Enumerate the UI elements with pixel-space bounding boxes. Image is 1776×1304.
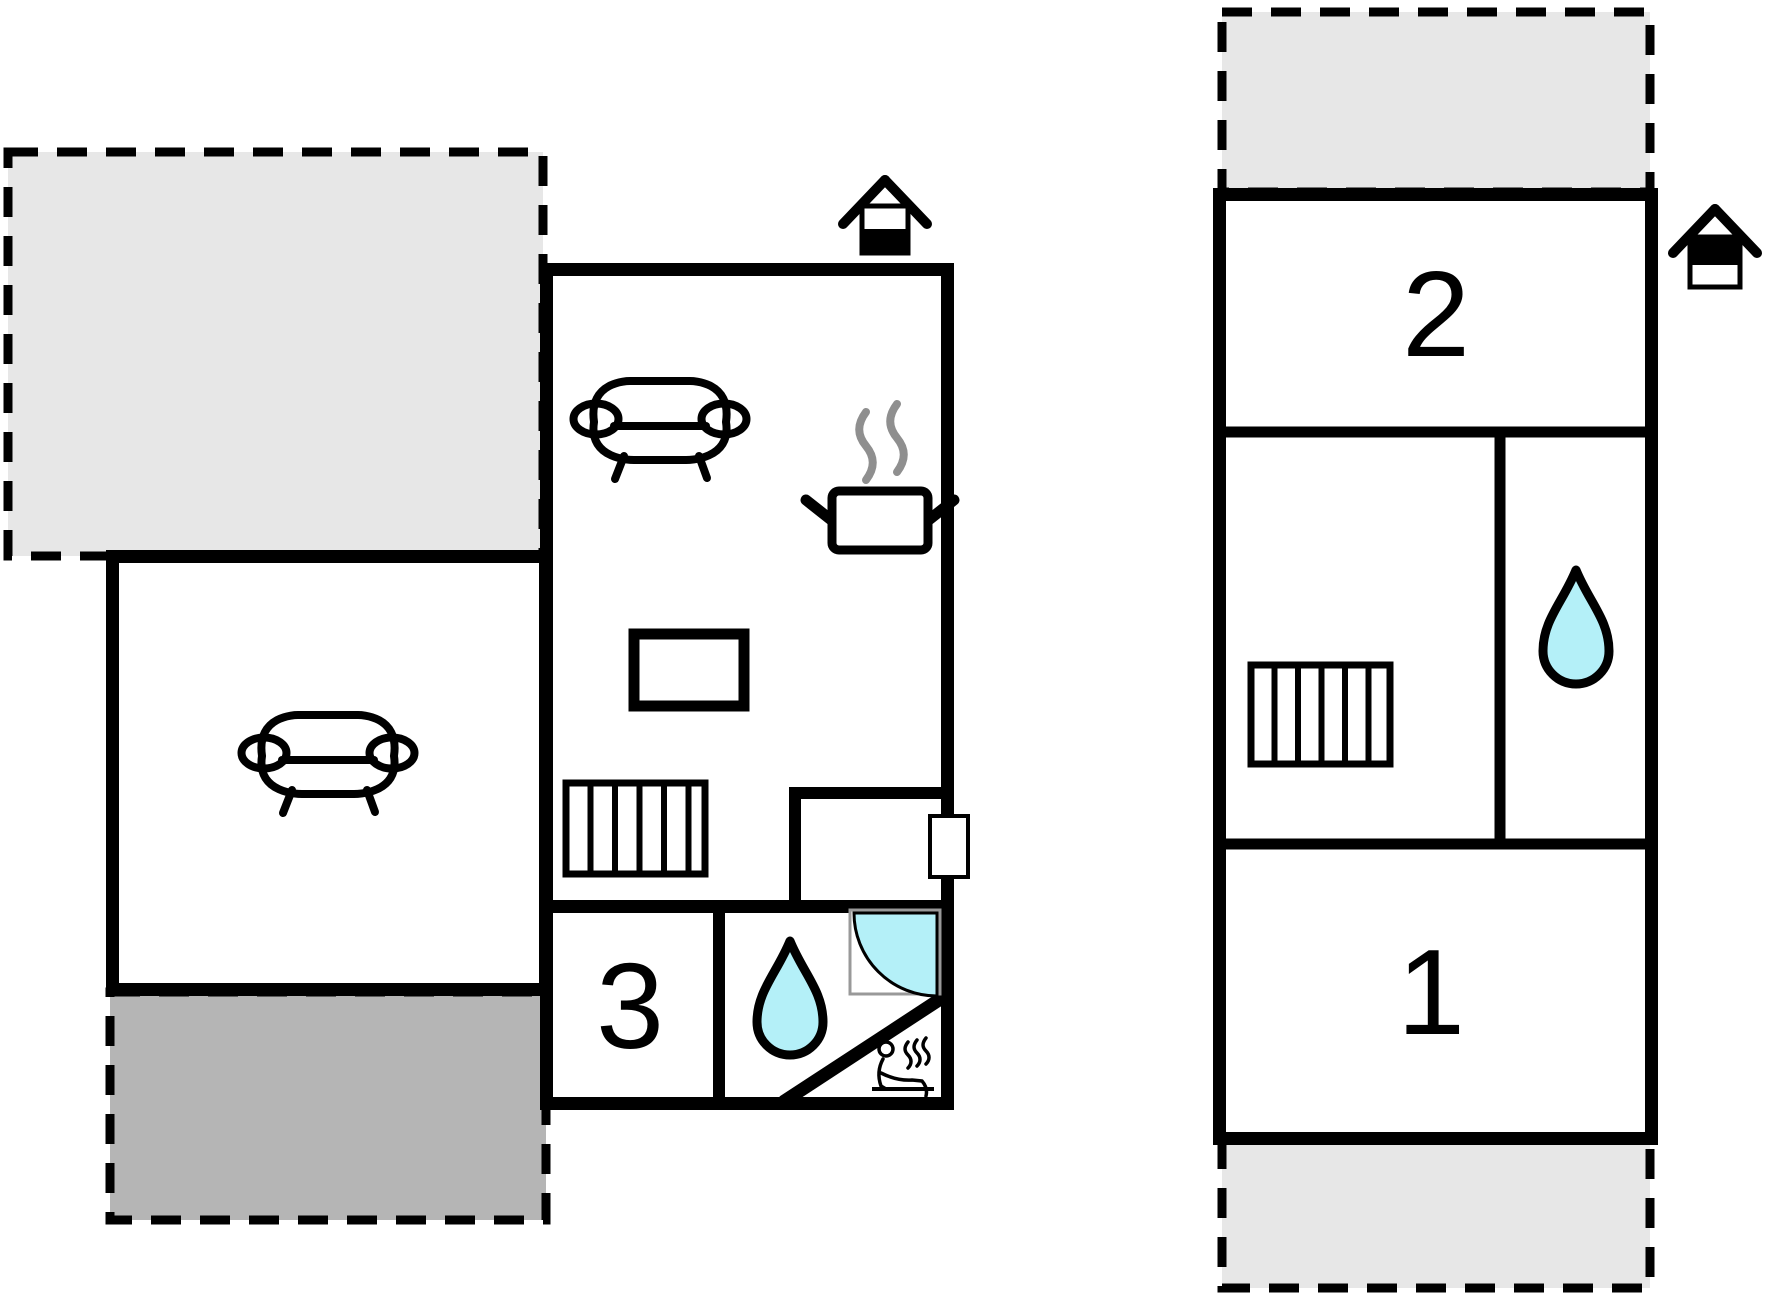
room2-label: 2 bbox=[1402, 246, 1470, 382]
sofa-icon bbox=[569, 377, 751, 483]
terrace-bottom-left bbox=[105, 987, 551, 1225]
terrace-bottom-right bbox=[1217, 1131, 1655, 1293]
cooking-pot-icon bbox=[800, 486, 960, 555]
water-drop-icon bbox=[1538, 565, 1614, 689]
living-room bbox=[106, 550, 552, 996]
table-icon bbox=[628, 628, 750, 712]
sauna-icon bbox=[872, 1036, 934, 1098]
door-icon bbox=[928, 814, 970, 879]
chimney-house-icon bbox=[838, 175, 932, 256]
stairs-icon bbox=[1247, 661, 1394, 768]
water-drop-icon bbox=[752, 936, 828, 1060]
chimney-house-icon bbox=[1668, 204, 1762, 290]
room3-label: 3 bbox=[596, 938, 664, 1074]
wall-diagonal-sauna bbox=[779, 988, 952, 1108]
sofa-icon bbox=[237, 711, 419, 817]
wall-entry-room bbox=[789, 787, 954, 912]
terrace-top-left bbox=[3, 147, 548, 561]
room1-label: 1 bbox=[1397, 924, 1465, 1060]
shower-icon bbox=[848, 908, 942, 998]
steam-icon bbox=[855, 400, 908, 484]
right-building: 2 1 bbox=[1213, 188, 1762, 1145]
stairs-icon bbox=[562, 779, 709, 878]
left-building: 3 bbox=[106, 175, 970, 1110]
terrace-top-right bbox=[1217, 7, 1655, 197]
